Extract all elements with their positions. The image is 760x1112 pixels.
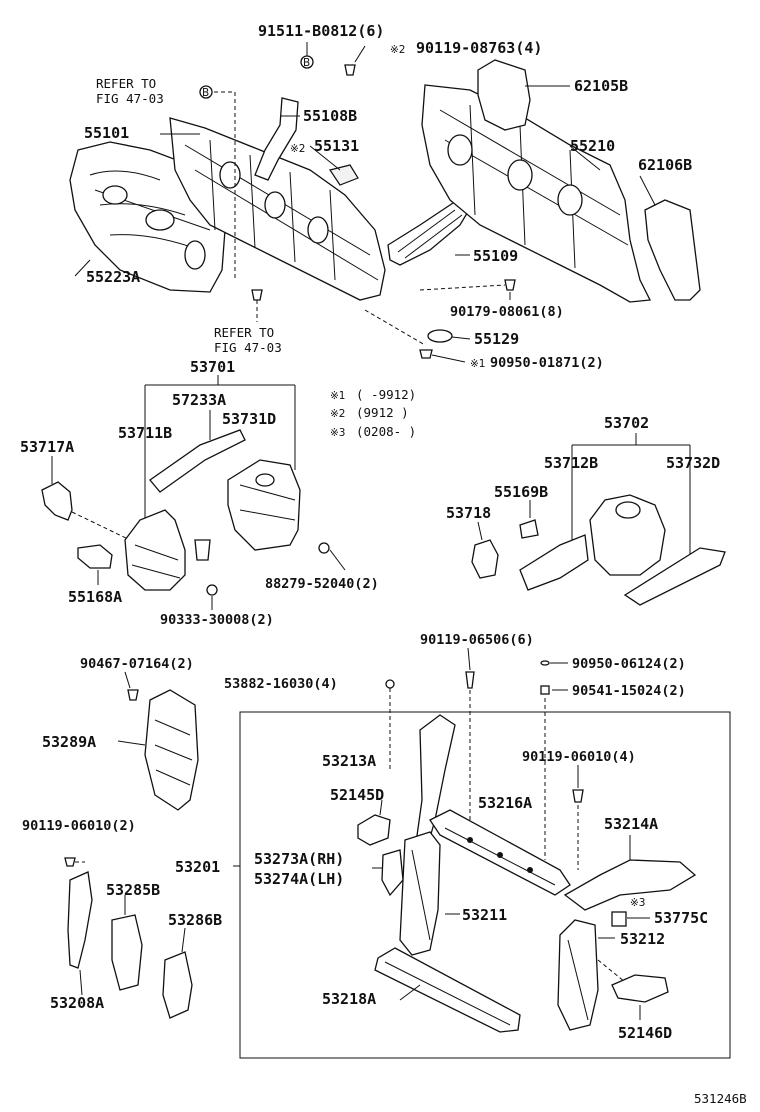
- label-53717A: 53717A: [20, 438, 74, 456]
- label-90119-08763: 90119-08763(4): [416, 39, 542, 57]
- label-53732D: 53732D: [666, 454, 720, 472]
- label-55131: 55131: [314, 137, 359, 155]
- bracket-52145D: [357, 814, 391, 846]
- label-53208A: 53208A: [50, 994, 104, 1012]
- label-53285B: 53285B: [106, 881, 160, 899]
- bracket-53775C: [611, 911, 627, 927]
- label-53775C: 53775C: [654, 909, 708, 927]
- duct-53286B: [162, 951, 193, 1019]
- label-53201: 53201: [175, 858, 220, 876]
- label-90950-01871: 90950-01871(2): [490, 355, 604, 371]
- legend-mark-1: ※1: [330, 390, 345, 402]
- label-53289A: 53289A: [42, 733, 96, 751]
- label-55129: 55129: [474, 330, 519, 348]
- support-53212: [557, 919, 599, 1031]
- label-90541: 90541-15024(2): [572, 683, 686, 699]
- radiator-support-box: [239, 711, 731, 1059]
- crossmember-53218A: [374, 947, 521, 1033]
- label-55169B: 55169B: [494, 483, 548, 501]
- label-53711B: 53711B: [118, 424, 172, 442]
- label-55101: 55101: [84, 124, 129, 142]
- marker-b-2: B: [202, 87, 209, 99]
- brace-55108B: [254, 97, 299, 181]
- apron-55169B: [519, 534, 589, 591]
- legend-text-1: ( -9912): [356, 387, 416, 402]
- member-53732D: [623, 547, 726, 606]
- insulator-62106B: [644, 199, 701, 301]
- label-62106B: 62106B: [638, 156, 692, 174]
- refer-text-1b: FIG 47-03: [96, 91, 164, 106]
- label-53286B: 53286B: [168, 911, 222, 929]
- label-90333: 90333-30008(2): [160, 612, 274, 628]
- member-57233A: [149, 429, 246, 493]
- dash-panel-55210: [421, 84, 652, 303]
- label-55109: 55109: [473, 247, 518, 265]
- label-53274A: 53274A(LH): [254, 870, 344, 888]
- refer-text-2a: REFER TO: [214, 325, 274, 340]
- label-90119-06506: 90119-06506(6): [420, 632, 534, 648]
- plug-55129: [427, 329, 453, 343]
- member-53214A: [563, 859, 697, 911]
- label-53882: 53882-16030(4): [224, 676, 338, 692]
- label-53213A: 53213A: [322, 752, 376, 770]
- label-52146D: 52146D: [618, 1024, 672, 1042]
- duct-53289A: [144, 689, 199, 811]
- bracket-53718: [471, 539, 499, 579]
- bracket-53717A: [41, 481, 73, 521]
- label-53718: 53718: [446, 504, 491, 522]
- label-90119-06010-2: 90119-06010(2): [22, 818, 136, 834]
- label-62105B: 62105B: [574, 77, 628, 95]
- support-53211: [399, 831, 441, 956]
- label-55108B: 55108B: [303, 107, 357, 125]
- refer-text-2b: FIG 47-03: [214, 340, 282, 355]
- apron-53712B: [589, 494, 666, 576]
- label-90119-06010-4: 90119-06010(4): [522, 749, 636, 765]
- label-53218A: 53218A: [322, 990, 376, 1008]
- bracket-53208A: [67, 871, 93, 969]
- legend-mark-3: ※3: [330, 427, 345, 439]
- marker-b-1: B: [303, 57, 310, 69]
- marker-m1-a: ※1: [470, 358, 485, 370]
- label-53731D: 53731D: [222, 410, 276, 428]
- marker-m2-b: ※2: [290, 143, 305, 155]
- legend-text-2: (9912 ): [356, 405, 409, 420]
- label-55223A: 55223A: [86, 268, 140, 286]
- label-53712B: 53712B: [544, 454, 598, 472]
- refer-text-1a: REFER TO: [96, 76, 156, 91]
- label-90179: 90179-08061(8): [450, 304, 564, 320]
- label-53701: 53701: [190, 358, 235, 376]
- label-57233A: 57233A: [172, 391, 226, 409]
- marker-m2-a: ※2: [390, 44, 405, 56]
- label-90467: 90467-07164(2): [80, 656, 194, 672]
- drawing-id: 531246B: [694, 1091, 747, 1106]
- legend-mark-2: ※2: [330, 408, 345, 420]
- bracket-55131: [329, 164, 359, 186]
- label-90950-06124: 90950-06124(2): [572, 656, 686, 672]
- label-53216A: 53216A: [478, 794, 532, 812]
- marker-m3-a: ※3: [630, 897, 645, 909]
- label-55210: 55210: [570, 137, 615, 155]
- insulator-62105B: [477, 59, 531, 131]
- label-53702: 53702: [604, 414, 649, 432]
- legend-text-3: (0208- ): [356, 424, 416, 439]
- seal-55168A: [77, 544, 113, 569]
- label-55168A: 55168A: [68, 588, 122, 606]
- label-53214A: 53214A: [604, 815, 658, 833]
- label-53212: 53212: [620, 930, 665, 948]
- bracket-52146D: [611, 974, 669, 1003]
- label-88279: 88279-52040(2): [265, 576, 379, 592]
- label-52145D: 52145D: [330, 786, 384, 804]
- apron-53711B: [124, 509, 186, 591]
- apron-53731D: [227, 459, 301, 551]
- label-53211: 53211: [462, 906, 507, 924]
- label-91511: 91511-B0812(6): [258, 22, 384, 40]
- duct-53285B: [111, 914, 143, 991]
- label-53273A: 53273A(RH): [254, 850, 344, 868]
